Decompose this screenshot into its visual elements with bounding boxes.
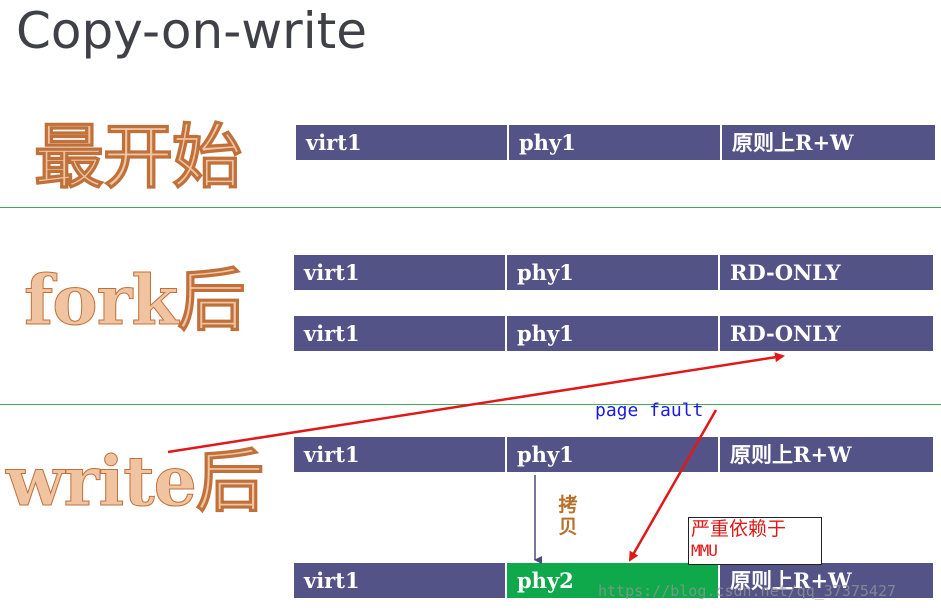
- page-title: Copy-on-write: [16, 2, 367, 60]
- perm-cell: 原则上R+W: [720, 437, 933, 472]
- virt-cell: virt1: [294, 255, 507, 290]
- virt-cell: virt1: [294, 563, 507, 598]
- section-label-after-fork: fork后: [24, 261, 247, 341]
- virt-cell: virt1: [294, 437, 507, 472]
- watermark: https://blog.csdn.net/qq_37375427: [598, 582, 897, 600]
- perm-cell: 原则上R+W: [722, 125, 935, 160]
- section-label-initial: 最开始: [34, 115, 243, 198]
- page-fault-label: page fault: [595, 400, 704, 421]
- section-label-after-write: write后: [6, 442, 265, 522]
- phy-cell: phy1: [507, 437, 720, 472]
- perm-cell: RD-ONLY: [720, 255, 933, 290]
- page-table-fork-row1: virt1 phy1 RD-ONLY: [294, 255, 933, 290]
- page-table-write-row1: virt1 phy1 原则上R+W: [294, 437, 933, 472]
- perm-cell: RD-ONLY: [720, 316, 933, 351]
- page-table-fork-row2: virt1 phy1 RD-ONLY: [294, 316, 933, 351]
- virt-cell: virt1: [294, 316, 507, 351]
- mmu-note-box: 严重依赖于 MMU: [688, 517, 822, 565]
- virt-cell: virt1: [296, 125, 509, 160]
- phy2-cell: phy2: [507, 563, 720, 598]
- section-divider-2: [0, 404, 941, 405]
- phy-cell: phy1: [507, 255, 720, 290]
- section-divider-1: [0, 207, 941, 208]
- page-table-write-row2: virt1 phy2 原则上R+W: [294, 563, 933, 598]
- mmu-note-line1: 严重依赖于: [691, 518, 787, 540]
- phy-cell: phy1: [509, 125, 722, 160]
- mmu-note-line2: MMU: [691, 541, 718, 560]
- copy-label: 拷贝: [558, 494, 578, 538]
- perm-cell: 原则上R+W: [720, 563, 933, 598]
- page-table-initial-row1: virt1 phy1 原则上R+W: [296, 125, 935, 160]
- phy-cell: phy1: [507, 316, 720, 351]
